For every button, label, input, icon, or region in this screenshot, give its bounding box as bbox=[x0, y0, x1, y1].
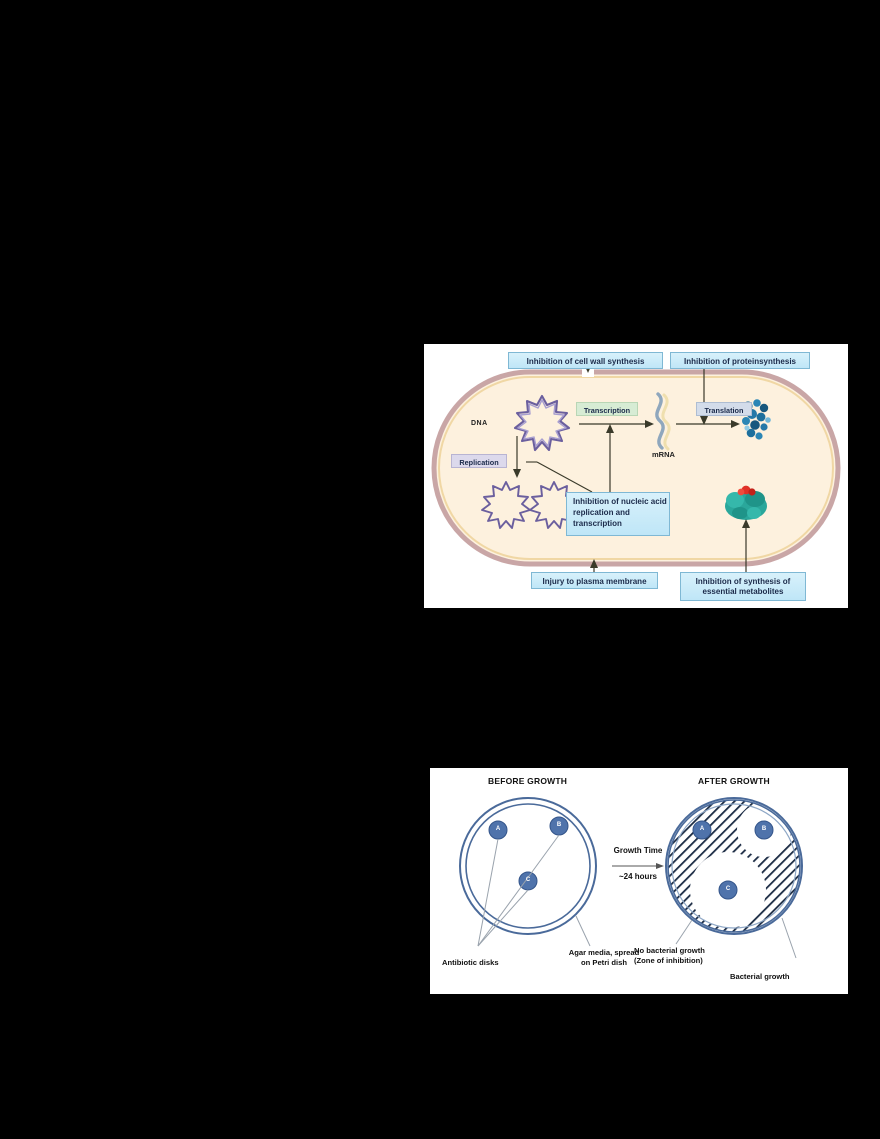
disk-label-after-b: B bbox=[761, 826, 767, 832]
label-translation: Translation bbox=[696, 402, 752, 416]
label-transcription: Transcription bbox=[576, 402, 638, 416]
petri-dish-after bbox=[665, 797, 803, 935]
growth-time-duration: ~24 hours bbox=[618, 872, 657, 881]
growth-time-arrow-icon bbox=[612, 863, 664, 869]
label-replication: Replication bbox=[451, 454, 507, 468]
label-essential-metabolites: Inhibition of synthesis of essential met… bbox=[680, 572, 806, 601]
disk-label-before-a: A bbox=[495, 826, 501, 832]
label-plasma-membrane-injury: Injury to plasma membrane bbox=[531, 572, 658, 589]
mrna-label: mRNA bbox=[652, 450, 675, 459]
enzyme-icon bbox=[725, 485, 767, 520]
petri-dish-before bbox=[459, 797, 597, 935]
caption-agar-media: Agar media, spread on Petri dish bbox=[558, 948, 650, 969]
after-growth-title: AFTER GROWTH bbox=[698, 776, 770, 786]
caption-agar-line2: on Petri dish bbox=[581, 958, 627, 968]
disk-label-before-c: C bbox=[525, 877, 531, 883]
dna-plasmid-icon bbox=[513, 394, 571, 452]
dna-label: DNA bbox=[471, 420, 488, 427]
label-nucleic-acid-inhibition: Inhibition of nucleic acid replication a… bbox=[566, 492, 670, 536]
disk-label-after-a: A bbox=[699, 826, 705, 832]
caption-agar-line1: Agar media, spread bbox=[568, 948, 640, 957]
disk-after-b bbox=[754, 820, 774, 840]
disk-after-c bbox=[718, 880, 738, 900]
growth-time-label: Growth Time bbox=[613, 846, 663, 855]
disk-label-before-b: B bbox=[556, 822, 562, 828]
mrna-icon bbox=[655, 392, 671, 451]
caption-no-bacterial-growth: No bacterial growth (Zone of inhibition) bbox=[634, 946, 705, 967]
bacterial-cell-figure: Inhibition of cell wall synthesis Inhibi… bbox=[424, 344, 848, 608]
caption-antibiotic-disks: Antibiotic disks bbox=[442, 958, 499, 967]
label-protein-synthesis: Inhibition of proteinsynthesis bbox=[670, 352, 810, 369]
caption-no-growth-line2: (Zone of inhibition) bbox=[634, 956, 703, 966]
disk-label-after-c: C bbox=[725, 886, 731, 892]
petri-illustration bbox=[459, 797, 803, 959]
caption-bacterial-growth: Bacterial growth bbox=[730, 972, 790, 981]
before-growth-title: BEFORE GROWTH bbox=[488, 776, 568, 786]
disk-diffusion-figure: BEFORE GROWTH AFTER GROWTH bbox=[430, 768, 848, 994]
label-cell-wall-synthesis: Inhibition of cell wall synthesis bbox=[508, 352, 663, 369]
caption-no-growth-line1: No bacterial growth bbox=[634, 946, 705, 955]
disk-after-a bbox=[692, 820, 712, 840]
cell-illustration bbox=[431, 352, 841, 576]
